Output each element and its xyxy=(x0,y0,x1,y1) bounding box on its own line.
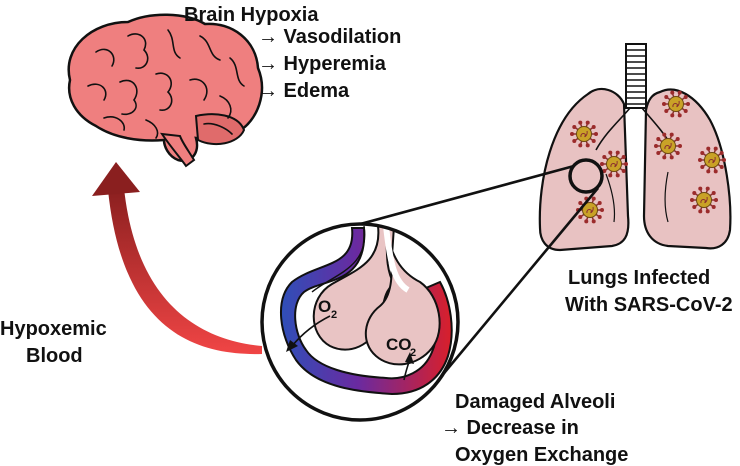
virus-icon xyxy=(662,90,690,118)
trachea xyxy=(625,43,647,109)
alveolus-lower xyxy=(364,225,441,366)
virus-icon xyxy=(690,186,718,214)
virus-particles xyxy=(570,90,726,224)
zoom-circle-border xyxy=(260,222,460,422)
brain-hypoxia-title: Brain Hypoxia xyxy=(184,4,319,26)
co2-subscript: 2 xyxy=(410,347,416,359)
capillary xyxy=(280,227,453,396)
effect-vasodilation: → Vasodilation xyxy=(258,26,401,48)
brain-illustration xyxy=(67,13,264,168)
virus-icon xyxy=(576,196,604,224)
lungs-label-line1: Lungs Infected xyxy=(568,267,710,289)
virus-icon xyxy=(698,146,726,174)
hypoxemic-blood-arrow xyxy=(92,162,262,355)
lungs-illustration xyxy=(538,43,732,252)
lungs-label-line2: With SARS-CoV-2 xyxy=(565,294,733,316)
co2-label: CO xyxy=(386,335,412,354)
zoom-line-bottom xyxy=(439,187,599,379)
right-lung xyxy=(642,88,732,250)
virus-icon xyxy=(654,132,682,160)
hypoxemic-label-line1: Hypoxemic xyxy=(0,318,107,340)
hypoxemic-label-line2: Blood xyxy=(26,345,83,367)
alveoli-zoom xyxy=(260,222,460,422)
alveoli-label-line2: → Decrease in xyxy=(441,417,579,439)
o2-subscript: 2 xyxy=(331,309,337,321)
magnify-source-circle xyxy=(568,158,604,194)
o2-label: O xyxy=(318,297,331,316)
left-lung xyxy=(538,87,630,252)
alveoli-label-line1: Damaged Alveoli xyxy=(455,391,615,413)
effect-edema: → Edema xyxy=(258,80,350,102)
effect-hyperemia: → Hyperemia xyxy=(258,53,387,75)
virus-icon xyxy=(570,120,598,148)
alveoli-label-line3: Oxygen Exchange xyxy=(455,444,628,466)
virus-icon xyxy=(600,150,628,178)
